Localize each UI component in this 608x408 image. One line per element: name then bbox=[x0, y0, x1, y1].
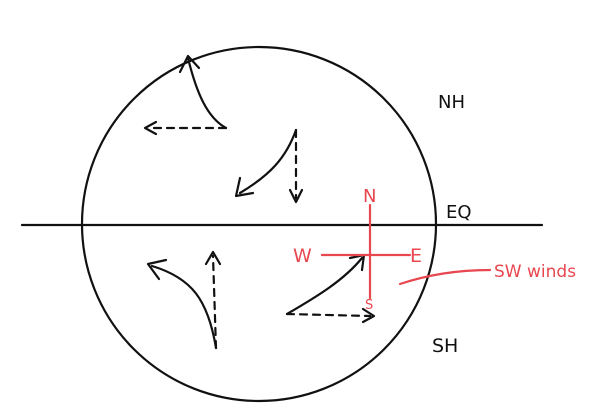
nh-right-pressure-arrowhead bbox=[288, 188, 304, 204]
sh-left-deflected-arrowhead bbox=[146, 258, 168, 281]
sh-left-pressure-arrow bbox=[211, 254, 218, 350]
compass-east-label: E bbox=[410, 245, 422, 267]
sh-left-pressure-arrowhead bbox=[204, 250, 222, 266]
nh-left-wind-vectors bbox=[143, 54, 228, 136]
sh-left-deflected-arrow bbox=[150, 264, 218, 350]
annotation-label: SW winds bbox=[494, 262, 576, 282]
compass-rose: N S W E bbox=[293, 186, 422, 313]
compass-north-label: N bbox=[363, 186, 376, 207]
nh-left-deflected-arrow bbox=[186, 56, 228, 130]
nh-right-wind-vectors bbox=[234, 128, 304, 204]
nh-right-deflected-arrow bbox=[238, 128, 298, 195]
nh-left-pressure-arrowhead bbox=[143, 120, 158, 136]
sh-right-pressure-arrowhead bbox=[361, 307, 376, 324]
sh-left-wind-vectors bbox=[146, 250, 222, 350]
compass-west-label: W bbox=[293, 245, 312, 267]
equator-label: EQ bbox=[446, 202, 472, 223]
nh-right-deflected-arrowhead bbox=[234, 176, 255, 198]
sh-label: SH bbox=[432, 335, 458, 357]
annotation-pointer-line bbox=[398, 268, 492, 286]
sh-right-wind-vectors bbox=[285, 253, 376, 324]
sh-right-pressure-arrow bbox=[285, 312, 372, 318]
nh-left-deflected-arrowhead bbox=[178, 54, 201, 74]
nh-label: NH bbox=[438, 92, 465, 113]
sh-right-deflected-arrow bbox=[285, 256, 364, 316]
compass-south-label: S bbox=[365, 298, 373, 313]
